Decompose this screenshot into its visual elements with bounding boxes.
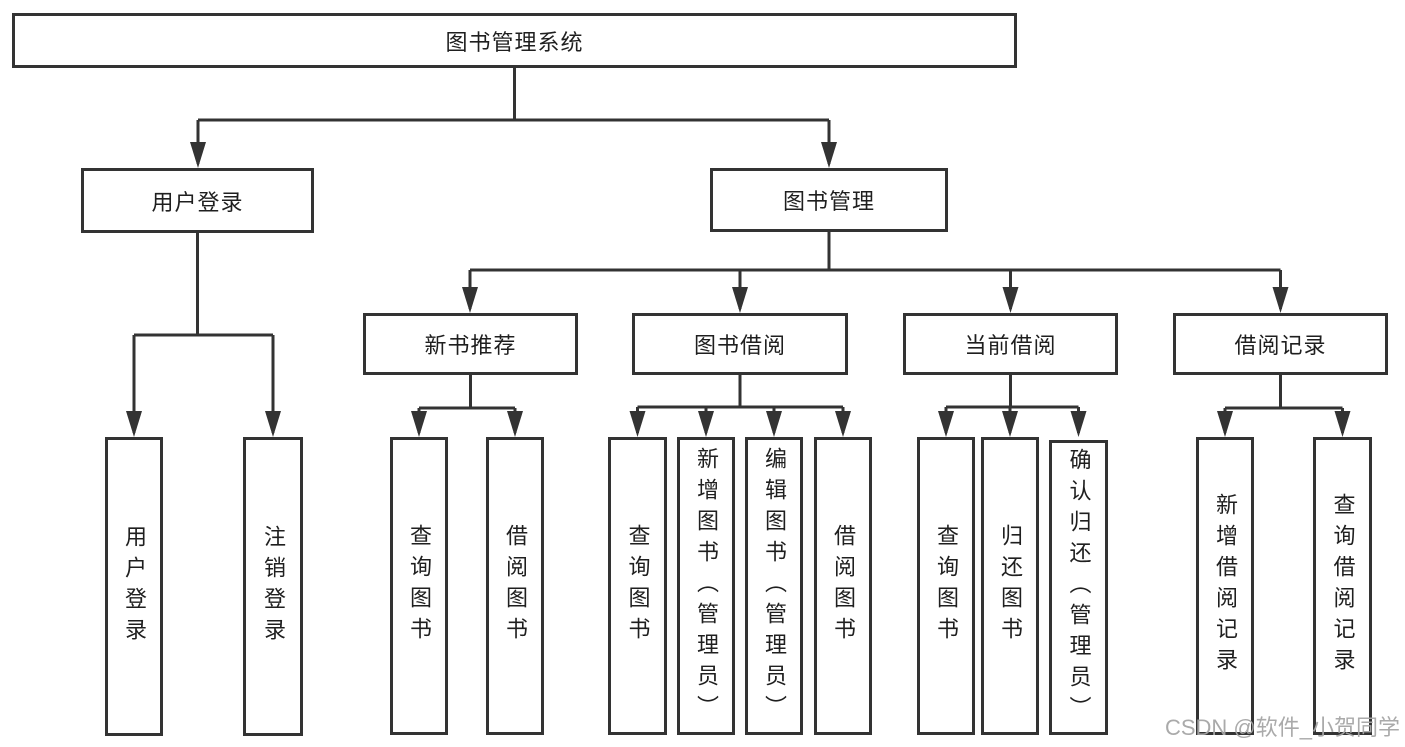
leaf-borrow-book-recommend: 借阅图书 — [486, 437, 544, 735]
node-library-management-system: 图书管理系统 — [12, 13, 1017, 68]
leaf-query-book-borrow: 查询图书 — [608, 437, 667, 735]
arrowhead — [698, 411, 714, 437]
arrowhead — [1334, 411, 1351, 437]
arrowhead — [265, 411, 281, 437]
leaf-logout-login: 注销登录 — [243, 437, 303, 736]
arrowhead — [1002, 411, 1018, 437]
arrowhead — [732, 287, 748, 313]
node-label: 图书借阅 — [693, 333, 786, 358]
node-borrow-record: 借阅记录 — [1173, 313, 1388, 375]
arrowhead — [1002, 287, 1019, 313]
node-label: 查询图书 — [625, 524, 651, 648]
node-label: 借阅图书 — [831, 524, 856, 648]
node-label: 注销登录 — [261, 524, 286, 649]
node-label: 确认归还（管理员） — [1066, 448, 1092, 727]
edge-book-borrow-children — [636, 375, 845, 433]
node-label: 查询图书 — [407, 524, 432, 648]
arrowhead — [126, 411, 142, 437]
arrowhead — [1272, 287, 1289, 313]
node-label: 图书管理系统 — [445, 29, 584, 55]
arrowhead — [190, 142, 206, 168]
edge-book-management-children — [468, 232, 1282, 309]
edge-borrow-record-children — [1223, 375, 1344, 433]
leaf-edit-book-admin: 编辑图书（管理员） — [745, 437, 803, 735]
node-label: 归还图书 — [998, 524, 1023, 648]
edge-root-to-level2 — [196, 68, 831, 164]
arrowhead — [821, 142, 837, 168]
node-user-login: 用户登录 — [81, 168, 314, 233]
node-label: 查询借阅记录 — [1330, 493, 1356, 679]
node-label: 用户登录 — [151, 189, 244, 215]
node-label: 查询图书 — [934, 524, 959, 648]
node-label: 新书推荐 — [424, 333, 517, 358]
leaf-user-login: 用户登录 — [105, 437, 163, 736]
arrowhead — [1070, 411, 1087, 437]
leaf-add-borrow-record: 新增借阅记录 — [1196, 437, 1254, 735]
arrowhead — [938, 411, 954, 437]
leaf-query-book-recommend: 查询图书 — [390, 437, 448, 735]
node-label: 当前借阅 — [964, 333, 1057, 358]
node-book-borrow: 图书借阅 — [632, 313, 848, 375]
arrowhead — [507, 411, 523, 437]
node-current-borrow: 当前借阅 — [903, 313, 1118, 375]
edge-user-login-children — [132, 233, 275, 433]
leaf-query-book-current: 查询图书 — [917, 437, 975, 735]
node-label: 借阅记录 — [1234, 333, 1327, 358]
node-label: 借阅图书 — [503, 524, 528, 648]
node-label: 用户登录 — [122, 524, 147, 649]
node-label: 编辑图书（管理员） — [762, 446, 787, 726]
edge-new-book-recommend-children — [417, 375, 517, 433]
node-label: 新增借阅记录 — [1213, 493, 1238, 679]
node-book-management: 图书管理 — [710, 168, 948, 232]
leaf-query-borrow-record: 查询借阅记录 — [1313, 437, 1372, 735]
arrowheads — [126, 142, 1351, 437]
leaf-add-book-admin: 新增图书（管理员） — [677, 437, 735, 735]
node-new-book-recommend: 新书推荐 — [363, 313, 578, 375]
arrowhead — [835, 411, 851, 437]
leaf-confirm-return-admin: 确认归还（管理员） — [1049, 440, 1108, 735]
leaf-borrow-book-borrow: 借阅图书 — [814, 437, 872, 735]
arrowhead — [1217, 411, 1233, 437]
leaf-return-book: 归还图书 — [981, 437, 1039, 735]
node-label: 图书管理 — [782, 189, 875, 214]
arrowhead — [411, 411, 427, 437]
node-label: 新增图书（管理员） — [694, 446, 719, 726]
arrowhead — [462, 287, 478, 313]
arrowhead — [629, 411, 646, 437]
arrowhead — [766, 411, 782, 437]
